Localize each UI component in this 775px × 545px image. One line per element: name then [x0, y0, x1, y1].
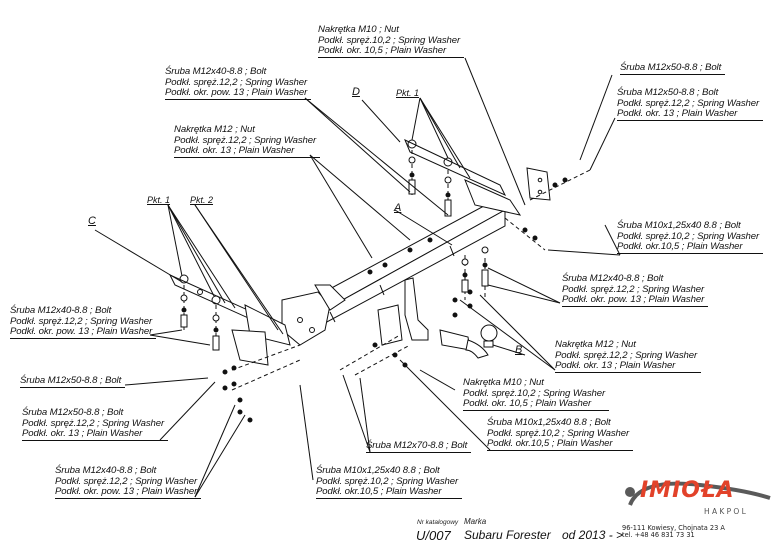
brand-model: Subaru Forester	[464, 528, 551, 542]
callout-bolt-m12x40-right: Śruba M12x40-8.8 ; Bolt Podkł. spręż.12,…	[562, 273, 709, 307]
callout-line: Śruba M12x50-8.8 ; Bolt	[620, 62, 722, 73]
callout-line: Podkł. spręż.12,2 ; Spring Washer	[174, 134, 317, 146]
callout-bolt-m12x40-top: Śruba M12x40-8.8 ; Bolt Podkł. spręż.12,…	[165, 66, 312, 100]
callout-line: Podkł. spręż.10,2 ; Spring Washer	[316, 475, 459, 487]
callout-line: Nakrętka M12 ; Nut	[174, 124, 255, 135]
company-address: 96-111 Kowiesy, Chojnata 23 A tel. +48 4…	[622, 524, 725, 540]
crossbar	[299, 199, 506, 332]
callout-line: Podkł. okr. pow. 13 ; Plain Washer	[10, 326, 153, 338]
tag-a: A	[394, 202, 402, 214]
tag-c: C	[88, 215, 96, 227]
right-side-rail	[404, 138, 551, 216]
leader-lines	[94, 57, 621, 498]
callout-nut-m10-top: Nakrętka M10 ; Nut Podkł. spręż.10,2 ; S…	[318, 24, 465, 58]
callout-line: Podkł. okr. 13 ; Plain Washer	[555, 360, 676, 372]
callout-bolt-m12x50-top-right: Śruba M12x50-8.8 ; Bolt Podkł. spręż.12,…	[617, 87, 764, 121]
catalog-number: U/007	[416, 528, 451, 543]
tag-b: B	[515, 344, 523, 356]
model-years: od 2013 - >	[562, 528, 624, 542]
callout-line: Śruba M12x40-8.8 ; Bolt	[562, 273, 664, 284]
callout-line: Podkł. okr. 13 ; Plain Washer	[22, 428, 143, 440]
logo-name: IMIOŁA	[640, 478, 735, 503]
callout-bolt-m10x125-right: Śruba M10x1,25x40 8.8 ; Bolt Podkł. sprę…	[617, 220, 764, 254]
logo-subtitle: HAKPOL	[704, 507, 749, 516]
callout-line: Podkł. spręż.10,2 ; Spring Washer	[318, 34, 461, 46]
callout-line: Podkł. spręż.12,2 ; Spring Washer	[10, 315, 153, 327]
callout-line: Podkł. okr.10,5 ; Plain Washer	[316, 486, 442, 498]
callout-line: Podkł. spręż.12,2 ; Spring Washer	[562, 283, 705, 295]
callout-line: Podkł. okr. pow. 13 ; Plain Washer	[55, 486, 198, 498]
tag-d: D	[352, 86, 360, 98]
fasteners	[180, 156, 568, 423]
callout-line: Podkł. spręż.10,2 ; Spring Washer	[487, 427, 630, 439]
callout-bolt-m12x40-bottom-left: Śruba M12x40-8.8 ; Bolt Podkł. spręż.12,…	[55, 465, 202, 499]
ball-mount	[377, 277, 498, 359]
callout-bolt-m12x50-left: Śruba M12x50-8.8 ; Bolt Podkł. spręż.12,…	[22, 407, 169, 441]
callout-bolt-m10x125-bottom-right: Śruba M10x1,25x40 8.8 ; Bolt Podkł. sprę…	[487, 417, 634, 451]
callout-bolt-m12x50-single-left: Śruba M12x50-8.8 ; Bolt	[20, 375, 126, 388]
callout-line: Podkł. okr. 13 ; Plain Washer	[617, 108, 738, 120]
callout-line: Podkł. spręż.12,2 ; Spring Washer	[165, 76, 308, 88]
callout-line: Śruba M10x1,25x40 8.8 ; Bolt	[617, 220, 741, 231]
point-label-pkt1-left: Pkt. 1	[147, 195, 171, 205]
callout-line: Nakrętka M10 ; Nut	[463, 377, 544, 388]
callout-bolt-m12x50-single-top: Śruba M12x50-8.8 ; Bolt	[620, 62, 726, 75]
callout-line: Śruba M12x50-8.8 ; Bolt	[20, 375, 122, 386]
callout-line: Podkł. spręż.12,2 ; Spring Washer	[22, 417, 165, 429]
left-bracket	[281, 284, 346, 346]
callout-line: Śruba M12x40-8.8 ; Bolt	[10, 305, 112, 316]
phone-line: tel. +48 46 831 73 31	[622, 531, 695, 540]
callout-line: Podkł. spręż.12,2 ; Spring Washer	[55, 475, 198, 487]
callout-nut-m12-right: Nakrętka M12 ; Nut Podkł. spręż.12,2 ; S…	[555, 339, 702, 373]
callout-line: Podkł. okr. pow. 13 ; Plain Washer	[562, 294, 705, 306]
left-side-rail	[168, 273, 291, 366]
callout-line: Podkł. okr. 10,5 ; Plain Washer	[463, 398, 592, 410]
callout-line: Śruba M12x50-8.8 ; Bolt	[22, 407, 124, 418]
callout-bolt-m12x40-left: Śruba M12x40-8.8 ; Bolt Podkł. spręż.12,…	[10, 305, 157, 339]
callout-line: Podkł. okr.10,5 ; Plain Washer	[617, 241, 743, 253]
callout-line: Podkł. spręż.12,2 ; Spring Washer	[617, 97, 760, 109]
callout-line: Nakrętka M10 ; Nut	[318, 24, 399, 35]
callout-nut-m10-bottom: Nakrętka M10 ; Nut Podkł. spręż.10,2 ; S…	[463, 377, 610, 411]
callout-line: Podkł. okr. 10,5 ; Plain Washer	[318, 45, 447, 57]
callout-line: Podkł. okr. 13 ; Plain Washer	[174, 145, 295, 157]
callout-line: Nakrętka M12 ; Nut	[555, 339, 636, 350]
callout-nut-m12-top: Nakrętka M12 ; Nut Podkł. spręż.12,2 ; S…	[174, 124, 321, 158]
callout-line: Podkł. spręż.10,2 ; Spring Washer	[463, 387, 606, 399]
brand-label: Marka	[464, 517, 487, 526]
callout-line: Śruba M10x1,25x40 8.8 ; Bolt	[316, 465, 440, 476]
callout-line: Śruba M10x1,25x40 8.8 ; Bolt	[487, 417, 611, 428]
callout-bolt-m10x125-bottom: Śruba M10x1,25x40 8.8 ; Bolt Podkł. sprę…	[316, 465, 463, 499]
address-line: 96-111 Kowiesy, Chojnata 23 A	[622, 524, 725, 532]
callout-line: Podkł. spręż.12,2 ; Spring Washer	[555, 349, 698, 361]
callout-line: Śruba M12x50-8.8 ; Bolt	[617, 87, 719, 98]
catalog-number-label: Nr katalogowy	[417, 519, 459, 526]
callout-line: Podkł. okr.10,5 ; Plain Washer	[487, 438, 613, 450]
callout-line: Podkł. spręż.10,2 ; Spring Washer	[617, 230, 760, 242]
callout-line: Podkł. okr. pow. 13 ; Plain Washer	[165, 87, 308, 99]
point-label-pkt2-left: Pkt. 2	[190, 195, 214, 205]
callout-line: Śruba M12x70-8.8 ; Bolt	[366, 440, 468, 451]
callout-line: Śruba M12x40-8.8 ; Bolt	[165, 66, 267, 77]
point-label-pkt1-top: Pkt. 1	[396, 88, 420, 98]
callout-bolt-m12x70: Śruba M12x70-8.8 ; Bolt	[366, 440, 472, 453]
callout-line: Śruba M12x40-8.8 ; Bolt	[55, 465, 157, 476]
